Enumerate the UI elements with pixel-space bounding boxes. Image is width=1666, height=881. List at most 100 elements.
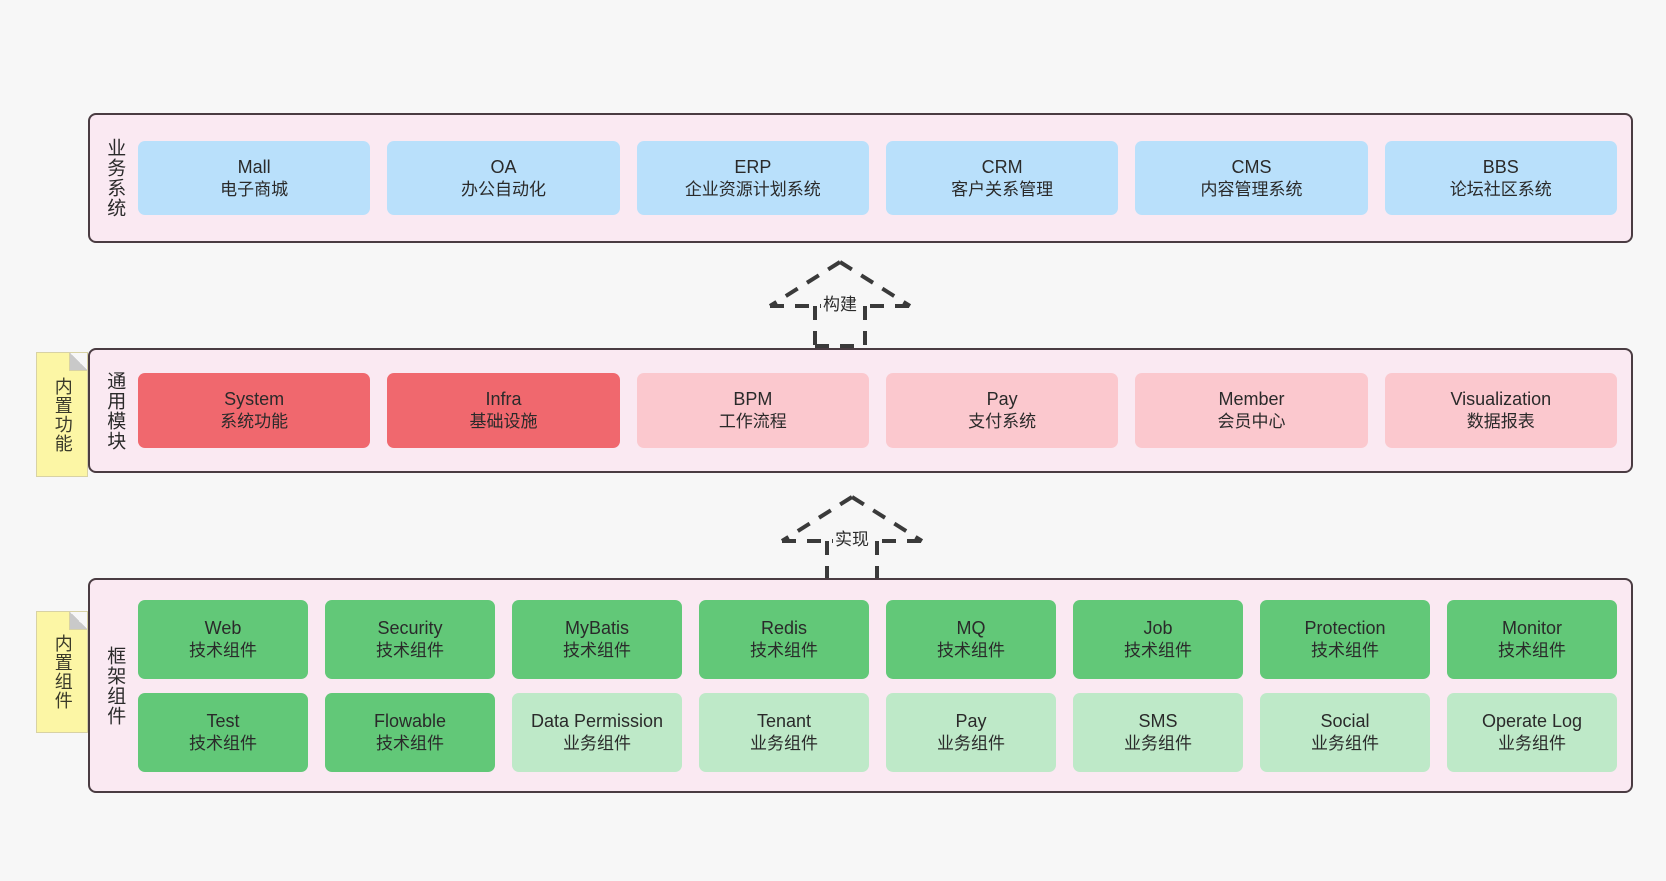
module-card-infra[interactable]: Infra 基础设施 — [387, 373, 620, 448]
module-desc: 业务组件 — [1124, 733, 1192, 753]
module-name: Web — [204, 617, 242, 638]
module-card-visualization[interactable]: Visualization 数据报表 — [1384, 373, 1617, 448]
connector-label-build: 构建 — [821, 290, 859, 315]
dashed-up-arrow-icon — [768, 260, 912, 348]
sticky-note-builtin-component: 内置组件 — [36, 611, 88, 733]
module-desc: 工作流程 — [718, 412, 787, 432]
module-card-system[interactable]: System 系统功能 — [138, 373, 371, 448]
module-name: BBS — [1482, 156, 1519, 177]
module-desc: 会员中心 — [1217, 412, 1286, 432]
module-name: Visualization — [1450, 389, 1552, 410]
module-name: Protection — [1304, 617, 1386, 638]
module-desc: 技术组件 — [1311, 640, 1379, 660]
module-card-flowable[interactable]: Flowable 技术组件 — [325, 692, 495, 772]
module-card-redis[interactable]: Redis 技术组件 — [699, 599, 869, 679]
layer-title-framework-components: 框架组件 — [104, 645, 126, 726]
module-name: Infra — [485, 389, 522, 410]
module-card-monitor[interactable]: Monitor 技术组件 — [1447, 599, 1617, 679]
module-card-test[interactable]: Test 技术组件 — [138, 692, 308, 772]
module-card-erp[interactable]: ERP 企业资源计划系统 — [636, 141, 869, 215]
connector-build: 构建 — [760, 258, 920, 348]
module-desc: 基础设施 — [469, 412, 538, 432]
module-card-web[interactable]: Web 技术组件 — [138, 599, 308, 679]
layer-title-business-systems: 业务系统 — [104, 138, 126, 218]
module-desc: 系统功能 — [220, 412, 289, 432]
module-name: Test — [206, 710, 240, 731]
module-desc: 技术组件 — [1124, 640, 1192, 660]
layer-body-common-modules: System 系统功能 Infra 基础设施 BPM 工作流程 Pay 支付系统… — [138, 350, 1631, 471]
module-name: Operate Log — [1481, 710, 1583, 731]
module-card-pay-business[interactable]: Pay 业务组件 — [886, 692, 1056, 772]
layer-framework-components: 框架组件 Web 技术组件 Security 技术组件 MyBatis 技术组件… — [88, 578, 1633, 793]
module-name: SMS — [1138, 710, 1178, 731]
module-desc: 企业资源计划系统 — [684, 179, 821, 199]
module-desc: 业务组件 — [750, 733, 818, 753]
module-card-operate-log[interactable]: Operate Log 业务组件 — [1447, 692, 1617, 772]
connector-label-implement: 实现 — [833, 525, 871, 550]
module-card-data-permission[interactable]: Data Permission 业务组件 — [512, 692, 682, 772]
module-name: MyBatis — [564, 617, 629, 638]
layer-business-systems: 业务系统 Mall 电子商城 OA 办公自动化 ERP 企业资源计划系统 CRM… — [88, 113, 1633, 243]
module-card-bbs[interactable]: BBS 论坛社区系统 — [1384, 141, 1617, 215]
module-name: Security — [377, 617, 443, 638]
module-name: MQ — [956, 617, 986, 638]
module-card-social[interactable]: Social 业务组件 — [1260, 692, 1430, 772]
module-card-mq[interactable]: MQ 技术组件 — [886, 599, 1056, 679]
module-card-protection[interactable]: Protection 技术组件 — [1260, 599, 1430, 679]
module-name: Monitor — [1501, 617, 1563, 638]
connector-implement: 实现 — [772, 493, 932, 583]
module-desc: 业务组件 — [1498, 733, 1566, 753]
sticky-note-text: 内置组件 — [52, 634, 73, 710]
module-desc: 业务组件 — [563, 733, 631, 753]
layer-row: Test 技术组件 Flowable 技术组件 Data Permission … — [138, 692, 1617, 772]
module-desc: 技术组件 — [1498, 640, 1566, 660]
module-name: CRM — [981, 156, 1023, 177]
module-desc: 技术组件 — [189, 640, 257, 660]
module-card-bpm[interactable]: BPM 工作流程 — [636, 373, 869, 448]
sticky-note-text: 内置功能 — [52, 376, 73, 453]
layer-common-modules: 通用模块 System 系统功能 Infra 基础设施 BPM 工作流程 Pay… — [88, 348, 1633, 473]
module-card-crm[interactable]: CRM 客户关系管理 — [885, 141, 1119, 215]
module-card-mall[interactable]: Mall 电子商城 — [138, 141, 371, 215]
module-name: OA — [490, 156, 517, 177]
module-card-oa[interactable]: OA 办公自动化 — [387, 141, 620, 215]
module-name: ERP — [734, 156, 772, 177]
module-desc: 电子商城 — [220, 179, 289, 199]
layer-body-business-systems: Mall 电子商城 OA 办公自动化 ERP 企业资源计划系统 CRM 客户关系… — [138, 115, 1631, 241]
module-card-pay[interactable]: Pay 支付系统 — [885, 373, 1119, 448]
module-name: Job — [1143, 617, 1173, 638]
module-name: System — [224, 389, 285, 410]
module-card-security[interactable]: Security 技术组件 — [325, 599, 495, 679]
layer-row: Mall 电子商城 OA 办公自动化 ERP 企业资源计划系统 CRM 客户关系… — [138, 141, 1617, 215]
module-name: Redis — [760, 617, 808, 638]
module-card-member[interactable]: Member 会员中心 — [1135, 373, 1368, 448]
module-desc: 业务组件 — [937, 733, 1005, 753]
module-card-cms[interactable]: CMS 内容管理系统 — [1135, 141, 1368, 215]
module-card-tenant[interactable]: Tenant 业务组件 — [699, 692, 869, 772]
module-desc: 支付系统 — [968, 412, 1037, 432]
module-name: CMS — [1231, 156, 1272, 177]
layer-row: Web 技术组件 Security 技术组件 MyBatis 技术组件 Redi… — [138, 599, 1617, 679]
module-desc: 内容管理系统 — [1200, 179, 1303, 199]
layer-body-framework-components: Web 技术组件 Security 技术组件 MyBatis 技术组件 Redi… — [138, 580, 1631, 791]
module-name: Tenant — [756, 710, 812, 731]
module-desc: 技术组件 — [750, 640, 818, 660]
sticky-note-builtin-function: 内置功能 — [36, 352, 88, 477]
module-card-mybatis[interactable]: MyBatis 技术组件 — [512, 599, 682, 679]
module-card-sms[interactable]: SMS 业务组件 — [1073, 692, 1243, 772]
module-name: Data Permission — [530, 710, 664, 731]
module-card-job[interactable]: Job 技术组件 — [1073, 599, 1243, 679]
module-desc: 业务组件 — [1311, 733, 1379, 753]
module-desc: 技术组件 — [376, 640, 444, 660]
module-name: Member — [1218, 389, 1285, 410]
module-desc: 技术组件 — [189, 733, 257, 753]
module-desc: 论坛社区系统 — [1449, 179, 1552, 199]
module-name: Pay — [986, 389, 1018, 410]
module-name: Pay — [955, 710, 987, 731]
module-desc: 技术组件 — [376, 733, 444, 753]
module-desc: 数据报表 — [1466, 412, 1535, 432]
module-name: Social — [1320, 710, 1370, 731]
module-name: Flowable — [373, 710, 447, 731]
layer-title-common-modules: 通用模块 — [104, 370, 126, 451]
